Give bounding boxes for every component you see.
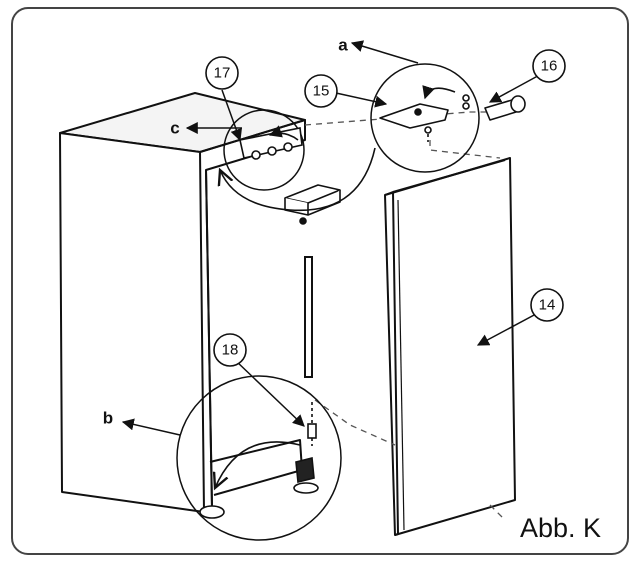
label-c: c <box>170 119 179 138</box>
door-panel <box>384 157 516 536</box>
hinge-plate <box>379 103 449 142</box>
cabinet-body <box>59 92 306 513</box>
callout-17-label: 17 <box>214 65 231 82</box>
assembly-guide-lines <box>304 111 512 521</box>
callout-15: 15 <box>304 74 338 108</box>
callout-15-label: 15 <box>313 83 330 100</box>
callout-16: 16 <box>532 49 566 83</box>
callout-17: 17 <box>205 56 239 90</box>
bottom-hinge-pin <box>293 402 319 494</box>
detail-circle-top-hinge <box>223 109 305 191</box>
detail-circle-bottom-hinge <box>176 375 342 541</box>
callout-14: 14 <box>530 288 564 322</box>
door-seal-strip <box>304 256 313 378</box>
label-a: a <box>338 36 348 55</box>
screw-part <box>462 94 526 121</box>
callout-18-label: 18 <box>222 342 239 359</box>
callout-14-label: 14 <box>539 297 556 314</box>
leader-lines <box>221 71 546 427</box>
label-b: b <box>103 409 113 428</box>
figure-caption: Abb. K <box>520 513 601 543</box>
callout-18: 18 <box>213 333 247 367</box>
cabinet-foot <box>199 505 225 519</box>
detail-circle-hinge-plate <box>370 63 480 173</box>
callout-16-label: 16 <box>541 58 558 75</box>
movement-arrows <box>215 85 456 488</box>
